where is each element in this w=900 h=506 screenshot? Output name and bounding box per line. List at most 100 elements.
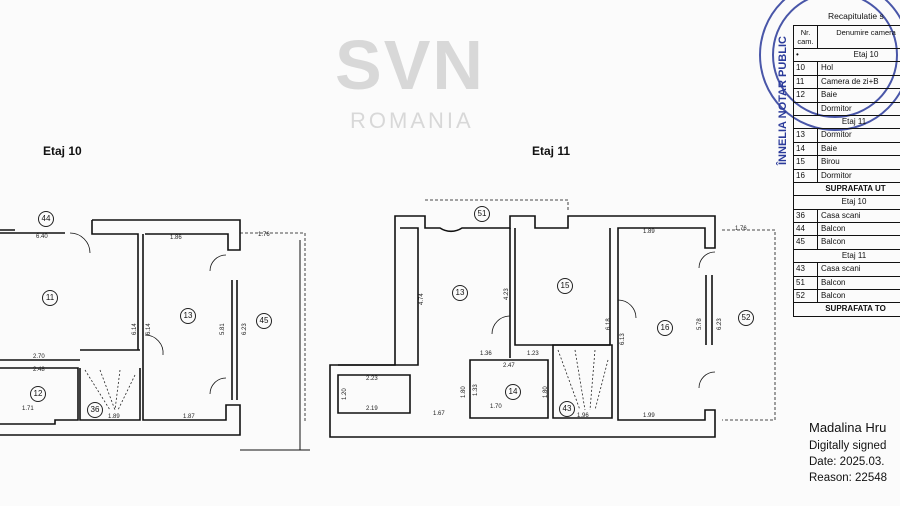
dimension-label: 2.70 xyxy=(33,354,45,360)
dimension-label: 6.14 xyxy=(146,323,152,335)
dimension-label: 1.36 xyxy=(480,351,492,357)
room-name: Dormitor xyxy=(821,130,852,140)
room-label: 44 xyxy=(38,211,54,227)
dimension-label: 6.13 xyxy=(620,333,626,345)
table-row: Dormitor xyxy=(794,102,900,116)
dimension-label: 1.80 xyxy=(461,386,467,398)
dimension-label: 1.89 xyxy=(643,229,655,235)
room-name: Dormitor xyxy=(821,103,852,113)
summary-title: Recapitulatie s xyxy=(828,11,884,21)
room-label: 36 xyxy=(87,402,103,418)
table-section-row: Etaj 10 xyxy=(794,196,900,210)
dimension-label: 4.74 xyxy=(419,293,425,305)
dimension-label: 1.67 xyxy=(433,411,445,417)
dimension-label: 2.19 xyxy=(366,406,378,412)
dimension-label: 1.87 xyxy=(183,414,195,420)
room-number: 52 xyxy=(794,290,818,303)
dimension-label: 5.78 xyxy=(697,318,703,330)
table-total-row: SUPRAFATA TO xyxy=(794,303,900,317)
room-name: Dormitor xyxy=(821,170,852,180)
dimension-label: 1.76 xyxy=(735,226,747,232)
dimension-label: 1.80 xyxy=(543,386,549,398)
dimension-label: 2.47 xyxy=(503,363,515,369)
room-name: Etaj 10 xyxy=(841,197,867,207)
dimension-label: 2.23 xyxy=(366,376,378,382)
room-name: Etaj 10 xyxy=(853,50,879,59)
header-name: Denumire camera xyxy=(836,28,896,37)
room-number: 13 xyxy=(794,129,818,142)
room-label: 13 xyxy=(180,308,196,324)
room-number: 14 xyxy=(794,142,818,156)
dimension-label: 1.99 xyxy=(643,413,655,419)
room-name: Etaj 11 xyxy=(841,250,867,260)
room-name: Balcon xyxy=(821,224,846,234)
dimension-label: 4.23 xyxy=(504,288,510,300)
dimension-label: 6.14 xyxy=(132,323,138,335)
room-number: 10 xyxy=(794,62,818,75)
dimension-label: 5.81 xyxy=(220,323,226,335)
room-number: 43 xyxy=(794,263,818,276)
room-label: 45 xyxy=(256,313,272,329)
room-name: SUPRAFATA TO xyxy=(825,304,886,314)
room-name: Casa scani xyxy=(821,264,861,274)
room-name: Hol xyxy=(821,63,834,73)
room-label: 51 xyxy=(474,206,490,222)
room-number: 36 xyxy=(794,209,818,223)
watermark-sub: ROMANIA xyxy=(350,108,474,133)
floor-title-etaj-10: Etaj 10 xyxy=(43,144,82,158)
room-number: 16 xyxy=(794,169,818,182)
dimension-label: 1.89 xyxy=(108,414,120,420)
signature-date: Date: 2025.03. xyxy=(809,456,885,468)
header-nr: Nr. cam. xyxy=(794,26,818,48)
room-name: Casa scani xyxy=(821,210,861,220)
dimension-label: 1.76 xyxy=(258,232,270,238)
room-name: Baie xyxy=(821,90,838,100)
room-name: Balcon xyxy=(821,291,846,301)
watermark-brand: SVN xyxy=(335,26,485,104)
table-section-row: Etaj 11 xyxy=(794,116,900,130)
room-number: 15 xyxy=(794,156,818,169)
table-section-row: • Etaj 10 xyxy=(794,49,900,63)
room-number: 45 xyxy=(794,236,818,249)
dimension-label: 1.20 xyxy=(342,388,348,400)
room-number: 44 xyxy=(794,223,818,236)
dimension-label: 1.71 xyxy=(22,406,34,412)
room-name: Camera de zi+B xyxy=(821,76,879,86)
dimension-label: 6.23 xyxy=(717,318,723,330)
dimension-label: 1.70 xyxy=(490,404,502,410)
row-marker: • xyxy=(796,50,799,59)
dimension-label: 2.48 xyxy=(33,367,45,373)
room-name: Birou xyxy=(821,157,840,167)
room-label: 16 xyxy=(657,320,673,336)
table-section-row: Etaj 11 xyxy=(794,250,900,264)
room-label: 11 xyxy=(42,290,58,306)
table-total-row: SUPRAFATA UT xyxy=(794,183,900,197)
signer-name: Madalina Hru xyxy=(809,420,887,435)
notary-stamp-text: ÎNNELIA NOTAR PUBLIC xyxy=(777,36,789,165)
signature-line: Digitally signed xyxy=(809,440,887,452)
room-number: 51 xyxy=(794,276,818,290)
dimension-label: 6.18 xyxy=(606,318,612,330)
room-name: Balcon xyxy=(821,237,846,247)
room-number xyxy=(794,102,818,115)
floor-title-etaj-11: Etaj 11 xyxy=(532,144,571,158)
room-number: 12 xyxy=(794,89,818,102)
dimension-label: 1.23 xyxy=(527,351,539,357)
room-label: 15 xyxy=(557,278,573,294)
signature-reason: Reason: 22548 xyxy=(809,472,888,484)
room-label: 12 xyxy=(30,386,46,402)
dimension-label: 6.23 xyxy=(242,323,248,335)
